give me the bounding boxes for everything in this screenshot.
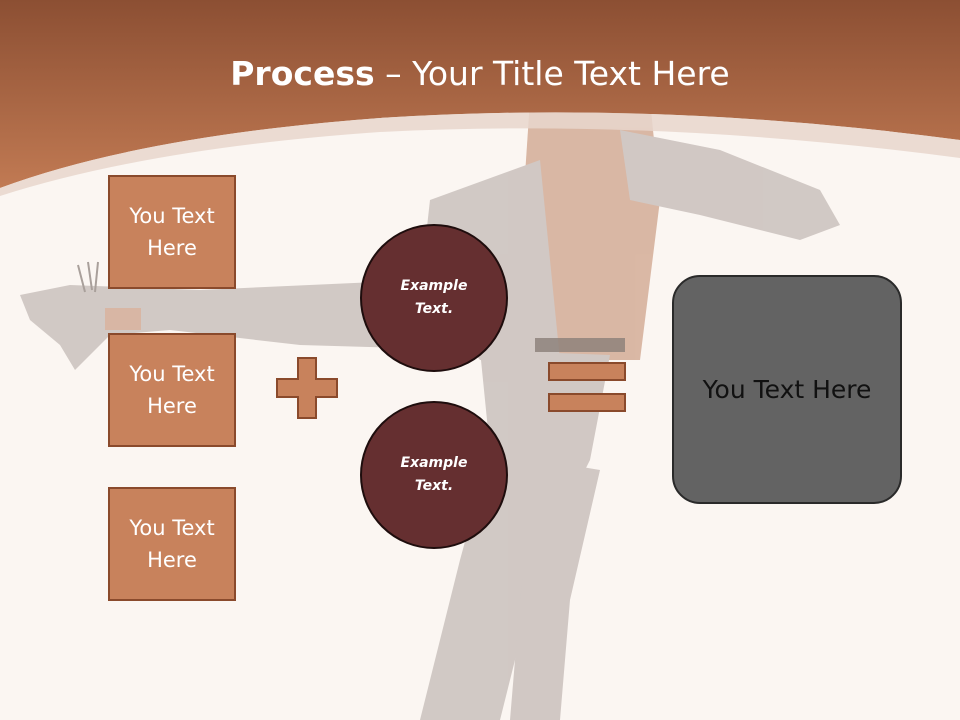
- equals-bar-bottom: [548, 393, 626, 412]
- equals-icon: [548, 362, 628, 414]
- header-band: [0, 0, 960, 196]
- text-box-1: You Text Here: [108, 175, 236, 289]
- text-box-3: You Text Here: [108, 487, 236, 601]
- example-circle-2: Example Text.: [360, 401, 508, 549]
- equals-bar-top: [548, 362, 626, 381]
- text-box-3-label: You Text Here: [129, 516, 215, 572]
- title-rest-part: – Your Title Text Here: [374, 54, 730, 93]
- result-box-label: You Text Here: [702, 375, 872, 404]
- example-circle-1: Example Text.: [360, 224, 508, 372]
- page-title: Process – Your Title Text Here: [0, 52, 960, 96]
- result-box: You Text Here: [672, 275, 902, 504]
- example-circle-1-label: Example Text.: [400, 278, 468, 317]
- plus-icon: [276, 357, 338, 419]
- text-box-2-label: You Text Here: [129, 362, 215, 418]
- example-circle-2-label: Example Text.: [400, 455, 468, 494]
- title-bold-part: Process: [230, 54, 375, 93]
- text-box-1-label: You Text Here: [129, 204, 215, 260]
- text-box-2: You Text Here: [108, 333, 236, 447]
